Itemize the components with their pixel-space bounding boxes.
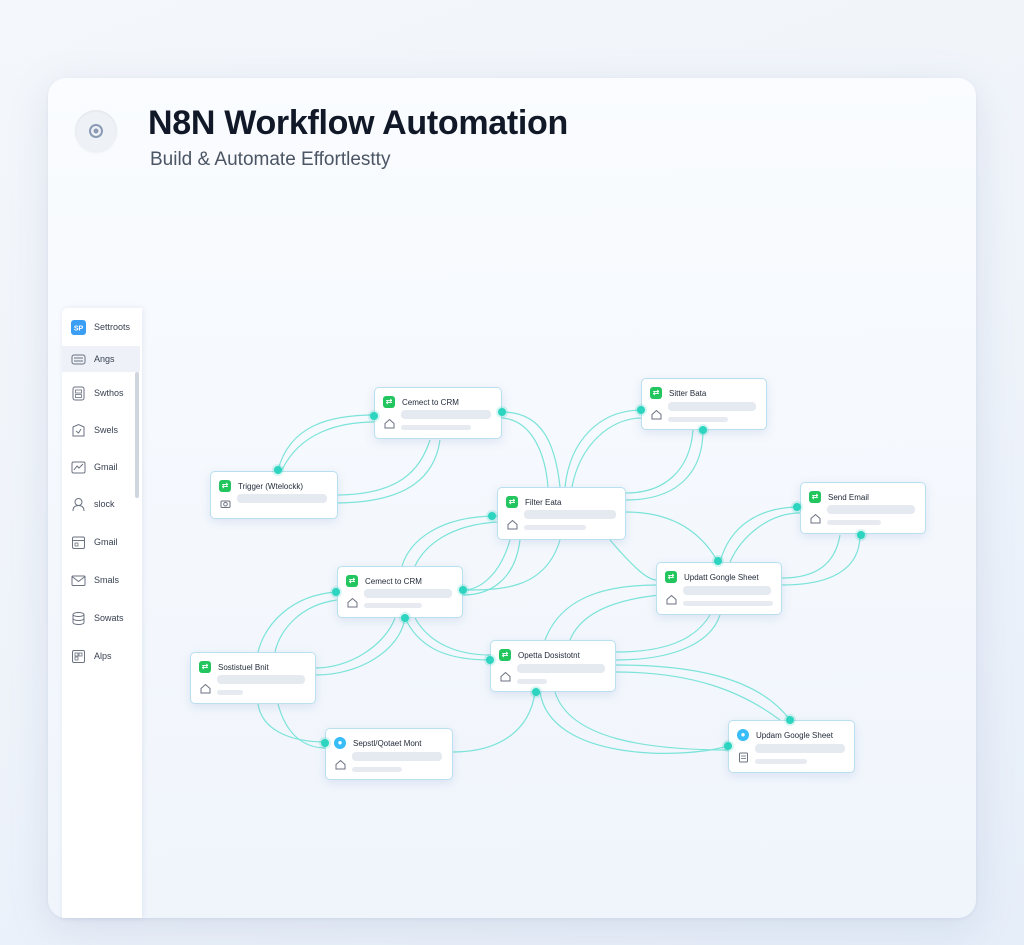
home-icon	[200, 683, 211, 694]
node-title: Opetta Dosistotnt	[518, 650, 580, 660]
node-type-icon: ●	[334, 737, 346, 749]
svg-text:SP: SP	[74, 325, 84, 332]
node-type-icon: ⇄	[650, 387, 662, 399]
connection-handle[interactable]	[401, 614, 409, 622]
database-icon	[71, 611, 86, 626]
connection-handle[interactable]	[321, 739, 329, 747]
app-badge-icon: SP	[71, 319, 86, 335]
sidebar-item-swels[interactable]: Swels	[62, 417, 140, 443]
node-title: Sostistuel Bnit	[218, 662, 269, 672]
target-icon	[89, 124, 103, 138]
node-type-icon: ⇄	[346, 575, 358, 587]
app-logo[interactable]	[75, 110, 117, 152]
node-type-icon: ⇄	[199, 661, 211, 673]
sidebar-item-label: Swels	[94, 425, 119, 435]
node-update-google-sheet-2[interactable]: ● Updam Google Sheet	[728, 720, 855, 773]
sheet-icon	[739, 752, 748, 763]
node-connect-crm-top[interactable]: ⇄ Cemect to CRM	[374, 387, 502, 439]
node-filter-data[interactable]: ⇄ Filter Eata	[497, 487, 626, 540]
sidebar-item-label: Swthos	[94, 388, 124, 398]
connection-handle[interactable]	[370, 412, 378, 420]
sidebar-item-gmail[interactable]: Gmail	[62, 454, 140, 480]
node-connect-crm-mid[interactable]: ⇄ Cemect to CRM	[337, 566, 463, 618]
node-sostistuel[interactable]: ⇄ Sostistuel Bnit	[190, 652, 316, 704]
sidebar-item-alps[interactable]: Alps	[62, 643, 140, 669]
connection-handle[interactable]	[714, 557, 722, 565]
node-title: Trigger (Wtelockk)	[238, 481, 304, 491]
sidebar-item-label: Sowats	[94, 613, 124, 623]
page-subtitle: Build & Automate Effortlestty	[150, 149, 391, 170]
connection-handle[interactable]	[332, 588, 340, 596]
node-type-icon: ⇄	[383, 396, 395, 408]
home-icon	[335, 759, 346, 770]
sidebar-item-label: slock	[94, 499, 115, 509]
connection-handle[interactable]	[699, 426, 707, 434]
node-type-icon: ⇄	[809, 491, 821, 503]
node-title: Cemect to CRM	[402, 397, 459, 407]
sidebar-item-label: Alps	[94, 651, 112, 661]
node-title: Cemect to CRM	[365, 576, 422, 586]
connection-handle[interactable]	[724, 742, 732, 750]
connection-handle[interactable]	[786, 716, 794, 724]
sidebar-item-smals[interactable]: Smals	[62, 567, 140, 593]
node-sitter-bata[interactable]: ⇄ Sitter Bata	[641, 378, 767, 430]
connection-handle[interactable]	[793, 503, 801, 511]
sidebar-item-gmail-2[interactable]: Gmail	[62, 529, 140, 555]
sidebar-item-label: Gmail	[94, 462, 118, 472]
home-icon	[347, 597, 358, 608]
connection-handle[interactable]	[498, 408, 506, 416]
connection-handle[interactable]	[857, 531, 865, 539]
node-title: Updatt Gongle Sheet	[684, 572, 759, 582]
sidebar-item-label: Settroots	[94, 322, 131, 332]
mail-icon	[71, 573, 86, 588]
node-title: Updam Google Sheet	[756, 730, 833, 740]
sidebar-item-settroots[interactable]: SP Settroots	[62, 314, 140, 340]
home-icon	[810, 513, 821, 524]
connection-handle[interactable]	[637, 406, 645, 414]
page-title: N8N Workflow Automation	[148, 104, 568, 142]
home-icon	[507, 519, 518, 530]
node-type-icon: ●	[737, 729, 749, 741]
node-trigger-webhook[interactable]: ⇄ Trigger (Wtelockk)	[210, 471, 338, 519]
sidebar-item-label: Angs	[94, 354, 115, 364]
connection-handle[interactable]	[274, 466, 282, 474]
node-sepstl[interactable]: ● Sepstl/Qotaet Mont	[325, 728, 453, 780]
home-icon	[651, 409, 662, 420]
connection-handle[interactable]	[488, 512, 496, 520]
sidebar-item-label: Gmail	[94, 537, 118, 547]
sidebar-scrollbar[interactable]	[135, 372, 139, 498]
sidebar-item-slock[interactable]: slock	[62, 491, 140, 517]
connection-handle[interactable]	[532, 688, 540, 696]
sidebar	[62, 308, 142, 918]
home-icon	[666, 594, 677, 605]
node-send-email[interactable]: ⇄ Send Email	[800, 482, 926, 534]
sidebar-item-angs[interactable]: Angs	[62, 346, 140, 372]
lines-icon	[71, 352, 86, 367]
connection-handle[interactable]	[459, 586, 467, 594]
sidebar-item-swthos[interactable]: Swthos	[62, 380, 140, 406]
calendar-icon	[71, 535, 86, 550]
node-title: Send Email	[828, 492, 869, 502]
connection-handle[interactable]	[486, 656, 494, 664]
shield-icon	[71, 423, 86, 438]
node-type-icon: ⇄	[506, 496, 518, 508]
node-title: Sepstl/Qotaet Mont	[353, 738, 422, 748]
node-type-icon: ⇄	[219, 480, 231, 492]
node-title: Sitter Bata	[669, 388, 707, 398]
sidebar-item-sowats[interactable]: Sowats	[62, 605, 140, 631]
camera-icon	[220, 500, 231, 508]
node-update-google-sheet[interactable]: ⇄ Updatt Gongle Sheet	[656, 562, 782, 615]
chart-box-icon	[71, 460, 86, 475]
node-opetta[interactable]: ⇄ Opetta Dosistotnt	[490, 640, 616, 692]
home-icon	[500, 671, 511, 682]
grid-box-icon	[71, 386, 86, 401]
node-type-icon: ⇄	[665, 571, 677, 583]
home-icon	[384, 418, 395, 429]
user-outline-icon	[71, 497, 86, 512]
sidebar-item-label: Smals	[94, 575, 120, 585]
apps-icon	[71, 649, 86, 664]
node-type-icon: ⇄	[499, 649, 511, 661]
node-title: Filter Eata	[525, 497, 562, 507]
